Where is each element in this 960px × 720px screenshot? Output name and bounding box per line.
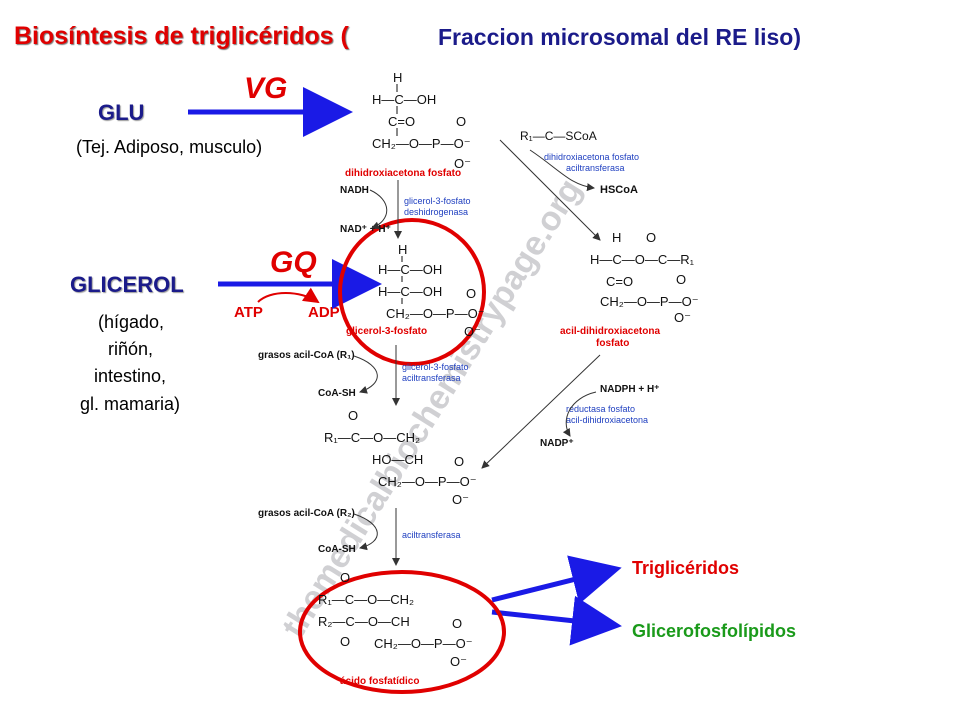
svg-text:O: O <box>466 286 476 301</box>
acyl-r2-reagent: grasos acil-CoA (R₂) <box>258 508 355 519</box>
enzyme-g3pdh-2: deshidrogenasa <box>404 207 468 217</box>
lysopa-structure: O R₁—C—O—CH₂ HO—CH CH₂—O—P—O⁻ O O⁻ <box>324 408 477 507</box>
coash-2-reagent: CoA-SH <box>318 544 356 555</box>
enzyme-reductase-2: acil-dihidroxiacetona <box>566 415 648 425</box>
atp-adp-curve <box>257 287 320 304</box>
glicerol-note-1: (hígado, <box>98 312 165 332</box>
acyl-r2-curve <box>353 513 378 551</box>
coash-1-reagent: CoA-SH <box>318 388 356 399</box>
atp-label: ATP <box>234 304 263 321</box>
glu-note: (Tej. Adiposo, musculo) <box>76 137 263 157</box>
svg-text:O: O <box>340 570 350 585</box>
output-glicerofosfolipidos: Glicerofosfolípidos <box>632 621 797 641</box>
svg-text:H: H <box>398 242 407 257</box>
svg-text:CH₂—O—P—O⁻: CH₂—O—P—O⁻ <box>372 136 471 151</box>
enzyme-g3pdh-1: glicerol-3-fosfato <box>404 196 471 206</box>
svg-text:O: O <box>456 114 466 129</box>
svg-text:O: O <box>340 634 350 649</box>
svg-text:O: O <box>452 616 462 631</box>
svg-text:H—C—OH: H—C—OH <box>378 262 442 277</box>
acyl-dhap-name-2: fosfato <box>596 338 629 349</box>
output-triglicéridos: Triglicéridos <box>632 558 740 578</box>
g3p-highlight-circle <box>338 218 486 366</box>
enzyme-g3pat-1: glicerol-3-fosfato <box>402 362 469 372</box>
svg-text:O⁻: O⁻ <box>464 324 481 339</box>
svg-text:O: O <box>676 272 686 287</box>
acylcoa-reagent: R₁—C—SCoA <box>520 129 597 143</box>
svg-text:CH₂—O—P—O⁻: CH₂—O—P—O⁻ <box>600 294 699 309</box>
adp-label: ADP <box>308 304 340 321</box>
acyl-dhap-name-1: acil-dihidroxiacetona <box>560 326 660 337</box>
svg-text:O⁻: O⁻ <box>452 492 469 507</box>
svg-text:O⁻: O⁻ <box>454 156 471 171</box>
svg-text:O: O <box>454 454 464 469</box>
hscoa-reagent: HSCoA <box>600 184 638 196</box>
acyl-r1-reagent: grasos acil-CoA (R₁) <box>258 350 355 361</box>
slide-title: Biosíntesis de triglicéridos ( <box>14 22 349 50</box>
dhap-to-acyl-arrow <box>499 139 601 241</box>
svg-text:CH₂—O—P—O⁻: CH₂—O—P—O⁻ <box>386 306 485 321</box>
glu-label: GLU <box>98 100 145 125</box>
nadph-reagent: NADPH + H⁺ <box>600 384 659 395</box>
dhap-name: dihidroxiacetona fosfato <box>345 168 461 179</box>
gq-label: GQ <box>270 246 317 279</box>
svg-text:CH₂—O—P—O⁻: CH₂—O—P—O⁻ <box>374 636 473 651</box>
svg-text:C=O: C=O <box>388 114 415 129</box>
svg-text:HO—CH: HO—CH <box>372 452 423 467</box>
svg-text:C=O: C=O <box>606 274 633 289</box>
svg-text:R₁—C—O—CH₂: R₁—C—O—CH₂ <box>318 592 414 607</box>
pa-name: ácido fosfatídico <box>340 676 419 687</box>
enzyme-dhap-at-1: dihidroxiacetona fosfato <box>544 152 639 162</box>
acyldhap-to-lysopa-arrow <box>481 354 601 469</box>
svg-text:H: H <box>393 70 402 85</box>
svg-text:O: O <box>348 408 358 423</box>
svg-text:H—C—OH: H—C—OH <box>378 284 442 299</box>
svg-text:O: O <box>646 230 656 245</box>
nadh-reagent: NADH <box>340 185 369 196</box>
svg-text:H—C—OH: H—C—OH <box>372 92 436 107</box>
glicerol-note-3: intestino, <box>94 366 167 386</box>
svg-text:O⁻: O⁻ <box>674 310 691 325</box>
glicerol-note-2: riñón, <box>108 339 154 359</box>
svg-text:R₂—C—O—CH: R₂—C—O—CH <box>318 614 410 629</box>
glicerol-note-4: gl. mamaria) <box>80 394 181 414</box>
glicerol-label: GLICEROL <box>70 272 184 297</box>
to-glicerofosfolipidos-arrow <box>491 595 622 646</box>
to-triglicéridos-arrow <box>491 555 622 604</box>
svg-text:H—C—O—C—R₁: H—C—O—C—R₁ <box>590 252 695 267</box>
svg-text:CH₂—O—P—O⁻: CH₂—O—P—O⁻ <box>378 474 477 489</box>
vg-label: VG <box>244 72 288 105</box>
enzyme-acyltransferase: aciltransferasa <box>402 530 461 540</box>
nadp-reagent: NADP⁺ <box>540 438 574 449</box>
acylcoa-curve <box>529 149 595 192</box>
acyl-dhap-structure: H O H—C—O—C—R₁ C=O CH₂—O—P—O⁻ O O⁻ <box>590 230 699 325</box>
enzyme-g3pat-2: aciltransferasa <box>402 373 461 383</box>
dhap-structure: H H—C—OH C=O CH₂—O—P—O⁻ O O⁻ <box>372 70 471 171</box>
nadph-curve <box>562 391 597 437</box>
svg-text:O⁻: O⁻ <box>450 654 467 669</box>
g3p-name: glicerol-3-fosfato <box>346 326 427 337</box>
acyl-r1-curve <box>353 355 378 394</box>
g3p-structure: H H—C—OH H—C—OH CH₂—O—P—O⁻ O O⁻ <box>378 242 485 339</box>
enzyme-dhap-at-2: aciltransferasa <box>566 163 625 173</box>
pa-structure: O R₁—C—O—CH₂ R₂—C—O—CH O CH₂—O—P—O⁻ O O⁻ <box>318 570 473 669</box>
nad-reagent: NAD⁺ + H⁺ <box>340 224 391 235</box>
fosfatidico-highlight-circle <box>298 570 506 694</box>
enzyme-reductase-1: reductasa fosfato <box>566 404 635 414</box>
slide-subtitle: Fraccion microsomal del RE liso) <box>438 24 801 50</box>
svg-text:R₁—C—O—CH₂: R₁—C—O—CH₂ <box>324 430 420 445</box>
svg-text:H: H <box>612 230 621 245</box>
nadh-curve <box>369 189 388 230</box>
